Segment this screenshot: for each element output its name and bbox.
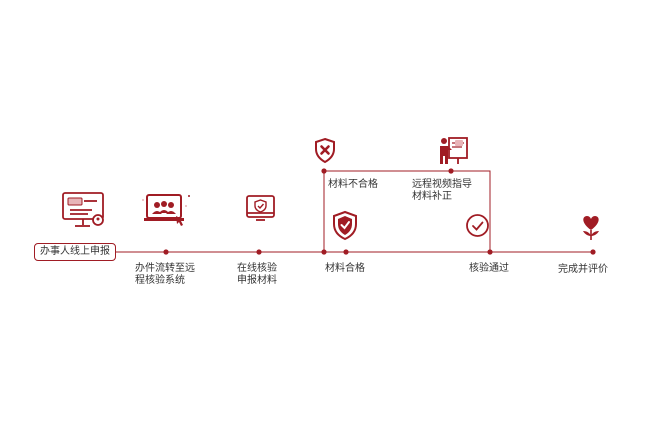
monitor-shield-icon — [246, 195, 275, 221]
heart-flower-icon — [583, 216, 599, 240]
step-passed-label: 核验通过 — [469, 263, 509, 274]
node-branch-start — [321, 249, 327, 255]
shield-x-icon — [315, 137, 335, 164]
shield-check-icon — [333, 210, 357, 241]
node-complete — [590, 249, 596, 255]
monitor-group-icon — [142, 194, 190, 226]
step-transfer-line1: 办件流转至远 — [135, 263, 195, 274]
node-qualified — [343, 249, 349, 255]
step-complete-label: 完成并评价 — [558, 264, 608, 275]
step-qualified-label: 材料合格 — [325, 263, 365, 274]
branch-unqualified-label: 材料不合格 — [328, 179, 378, 190]
computer-form-user-icon — [62, 192, 104, 227]
branch-guidance-label: 远程视频指导 材料补正 — [412, 179, 472, 203]
branch-guidance-line1: 远程视频指导 — [412, 179, 472, 190]
node-guidance — [448, 168, 454, 174]
branch-guidance-line2: 材料补正 — [412, 191, 452, 202]
start-step-box: 办事人线上申报 — [34, 243, 116, 261]
node-transfer — [163, 249, 169, 255]
node-online-check — [256, 249, 262, 255]
step-online-check-line1: 在线核验 — [237, 263, 277, 274]
step-online-check-label: 在线核验 申报材料 — [237, 263, 277, 287]
step-transfer-line2: 程核验系统 — [135, 275, 185, 286]
circle-check-icon — [466, 214, 489, 237]
presenter-board-icon — [440, 137, 468, 164]
branch-loop-line — [323, 170, 491, 252]
node-unqualified — [321, 168, 327, 174]
node-passed — [487, 249, 493, 255]
step-online-check-line2: 申报材料 — [237, 275, 277, 286]
step-transfer-label: 办件流转至远 程核验系统 — [135, 263, 195, 287]
